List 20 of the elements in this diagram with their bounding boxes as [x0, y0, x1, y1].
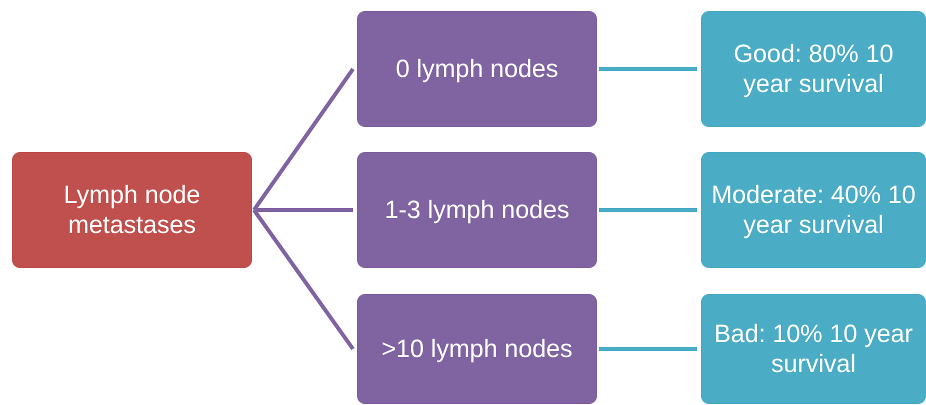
connector-line — [252, 68, 355, 212]
connector-line — [599, 67, 697, 71]
category-box — [357, 294, 597, 404]
connector-line — [599, 208, 697, 212]
outcome-box — [701, 152, 926, 268]
node-label: Lymph node metastases — [62, 180, 202, 240]
connector-line — [599, 347, 697, 351]
node-label: 0 lymph nodes — [396, 54, 558, 84]
root-box — [12, 152, 252, 268]
node-label: Bad: 10% 10 year survival — [713, 319, 914, 379]
node-label: 1-3 lymph nodes — [384, 195, 570, 225]
category-box — [357, 152, 597, 268]
node-label: Moderate: 40% 10 year survival — [710, 180, 917, 240]
outcome-box — [701, 294, 926, 404]
outcome-box — [701, 11, 926, 127]
connector-line — [252, 208, 355, 350]
node-label: >10 lymph nodes — [381, 334, 573, 364]
node-label: Good: 80% 10 year survival — [732, 39, 894, 99]
connector-line — [254, 208, 353, 212]
category-box — [357, 11, 597, 127]
